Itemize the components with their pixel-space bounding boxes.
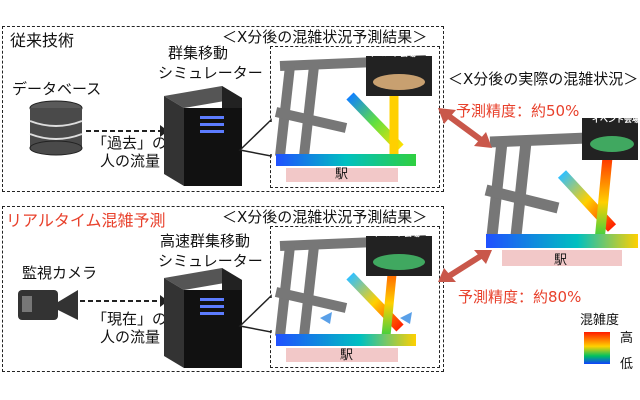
sim-label-bottom-1: 高速群集移動: [160, 232, 250, 250]
street-map-bottom: [276, 232, 438, 364]
station-label-actual: 駅: [554, 252, 567, 270]
actual-title: ＜X分後の実際の混雑状況＞: [448, 70, 638, 88]
accuracy-conventional: 予測精度：約50%: [456, 102, 579, 120]
street-map-top: [276, 52, 438, 184]
accuracy-realtime: 予測精度：約80%: [458, 288, 581, 306]
realtime-title: リアルタイム混雑予測: [4, 212, 168, 230]
flow-label-past-2: 人の流量: [100, 152, 160, 170]
server-icon-top: [164, 86, 242, 186]
result-title-top: ＜X分後の混雑状況予測結果＞: [222, 28, 427, 46]
result-title-bottom: ＜X分後の混雑状況予測結果＞: [222, 208, 427, 226]
flow-arrow-bottom: [80, 294, 168, 308]
event-label-top: イベント会場: [368, 48, 416, 59]
sim-label-top-2: シミュレーター: [158, 64, 263, 82]
event-label-actual: イベント会場: [592, 114, 640, 125]
callout-top: [240, 120, 272, 160]
flow-label-now-2: 人の流量: [100, 328, 160, 346]
station-label-top: 駅: [335, 166, 348, 184]
legend-high: 高: [620, 330, 633, 348]
legend-title: 混雑度: [580, 312, 619, 330]
event-label-bottom: イベント会場: [372, 228, 420, 239]
flow-label-now-1: 「現在」の: [92, 310, 167, 328]
compare-arrow-bottom: [436, 246, 494, 286]
database-icon: [26, 100, 86, 158]
flow-label-past-1: 「過去」の: [92, 134, 167, 152]
database-label: データベース: [12, 80, 101, 98]
server-icon-bottom: [164, 268, 242, 368]
sim-label-top-1: 群集移動: [168, 44, 228, 62]
legend-color-bar: [584, 332, 610, 364]
legend-low: 低: [620, 356, 633, 374]
street-map-actual: [486, 112, 638, 268]
camera-icon: [18, 284, 78, 324]
callout-bottom: [240, 296, 272, 336]
camera-label: 監視カメラ: [22, 264, 97, 282]
conventional-title: 従来技術: [8, 32, 76, 50]
station-label-bottom: 駅: [340, 347, 353, 365]
